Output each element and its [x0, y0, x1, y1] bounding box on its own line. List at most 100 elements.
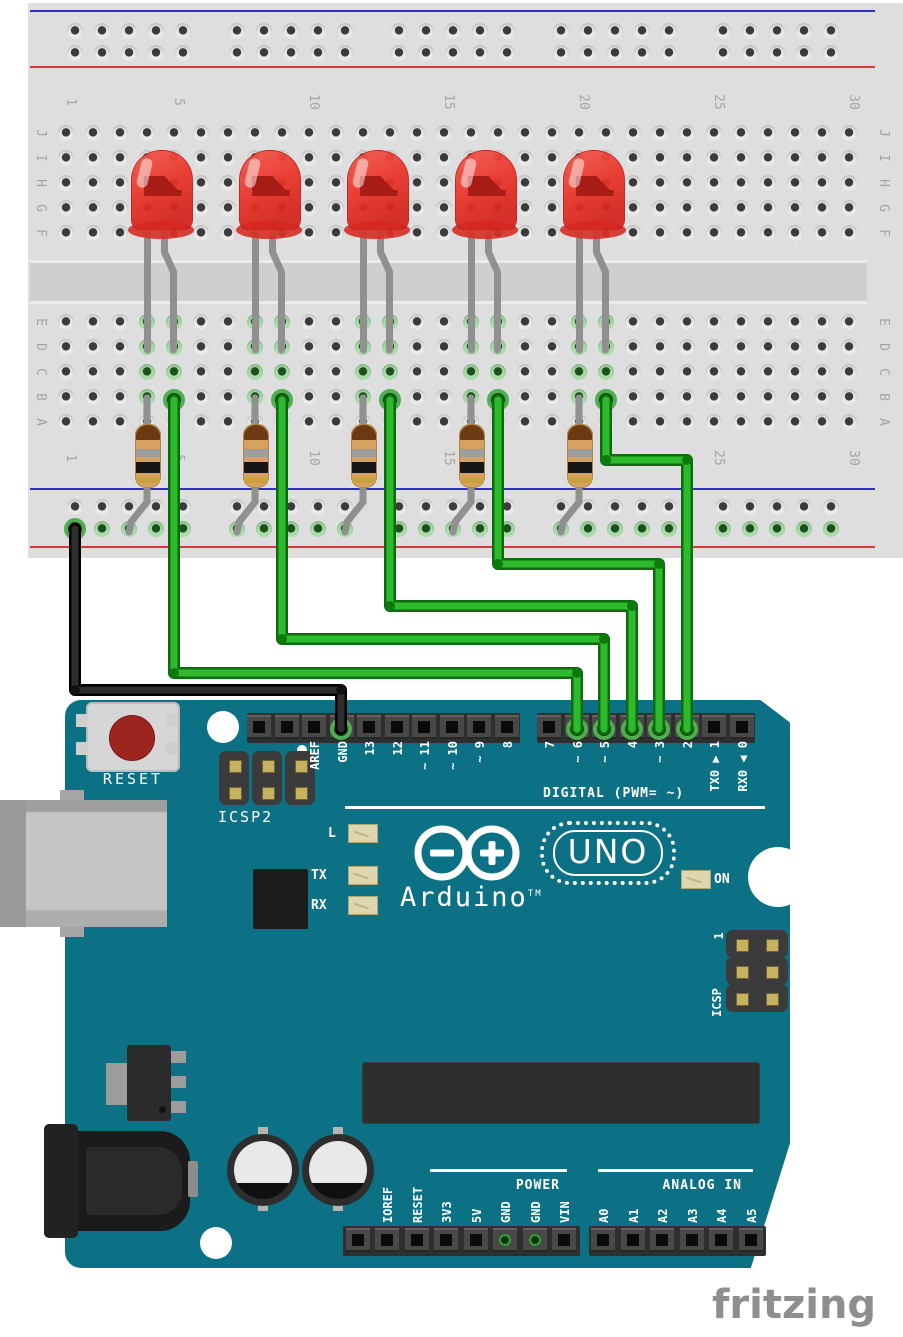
- breadboard-hole[interactable]: [193, 175, 209, 191]
- breadboard-hole[interactable]: [409, 175, 425, 191]
- breadboard-hole[interactable]: [796, 499, 812, 515]
- breadboard-hole[interactable]: [166, 364, 182, 380]
- breadboard-hole[interactable]: [112, 225, 128, 241]
- icsp-pin[interactable]: [229, 787, 242, 800]
- breadboard-hole[interactable]: [598, 125, 614, 141]
- breadboard-hole[interactable]: [679, 314, 695, 330]
- breadboard-hole[interactable]: [112, 175, 128, 191]
- breadboard-hole[interactable]: [652, 150, 668, 166]
- breadboard-hole[interactable]: [418, 499, 434, 515]
- breadboard-hole[interactable]: [544, 150, 560, 166]
- breadboard-hole[interactable]: [760, 414, 776, 430]
- pin-power-GND[interactable]: [493, 1228, 517, 1252]
- resistor[interactable]: [567, 424, 593, 488]
- icsp-pin[interactable]: [295, 787, 308, 800]
- breadboard-hole[interactable]: [499, 45, 515, 61]
- breadboard-hole[interactable]: [301, 339, 317, 355]
- pin-digital-8[interactable]: [494, 715, 519, 739]
- breadboard-hole[interactable]: [625, 150, 641, 166]
- breadboard-hole[interactable]: [733, 200, 749, 216]
- breadboard-hole[interactable]: [220, 314, 236, 330]
- resistor[interactable]: [135, 424, 161, 488]
- breadboard-hole[interactable]: [418, 521, 434, 537]
- breadboard-hole[interactable]: [841, 200, 857, 216]
- breadboard-hole[interactable]: [652, 125, 668, 141]
- breadboard-hole[interactable]: [436, 150, 452, 166]
- breadboard-hole[interactable]: [283, 23, 299, 39]
- breadboard-hole[interactable]: [445, 45, 461, 61]
- breadboard-hole[interactable]: [229, 23, 245, 39]
- breadboard-hole[interactable]: [814, 175, 830, 191]
- breadboard-hole[interactable]: [148, 45, 164, 61]
- breadboard-hole[interactable]: [625, 414, 641, 430]
- breadboard-hole[interactable]: [733, 175, 749, 191]
- breadboard-hole[interactable]: [229, 45, 245, 61]
- breadboard-hole[interactable]: [733, 414, 749, 430]
- pin-digital-RX00[interactable]: [729, 715, 754, 739]
- breadboard-hole[interactable]: [652, 364, 668, 380]
- breadboard-hole[interactable]: [58, 389, 74, 405]
- breadboard-hole[interactable]: [661, 521, 677, 537]
- breadboard-hole[interactable]: [328, 125, 344, 141]
- breadboard-hole[interactable]: [823, 499, 839, 515]
- breadboard-hole[interactable]: [517, 339, 533, 355]
- breadboard-hole[interactable]: [166, 125, 182, 141]
- breadboard-hole[interactable]: [733, 389, 749, 405]
- pin-analog-A1[interactable]: [620, 1228, 645, 1252]
- breadboard-hole[interactable]: [706, 314, 722, 330]
- breadboard-hole[interactable]: [220, 150, 236, 166]
- breadboard-hole[interactable]: [841, 150, 857, 166]
- breadboard-hole[interactable]: [580, 45, 596, 61]
- breadboard-hole[interactable]: [544, 389, 560, 405]
- breadboard-hole[interactable]: [112, 339, 128, 355]
- breadboard-hole[interactable]: [94, 23, 110, 39]
- breadboard-hole[interactable]: [634, 521, 650, 537]
- breadboard-hole[interactable]: [472, 499, 488, 515]
- pin-digital-12[interactable]: [384, 715, 409, 739]
- breadboard-hole[interactable]: [814, 364, 830, 380]
- breadboard-hole[interactable]: [679, 125, 695, 141]
- breadboard-hole[interactable]: [463, 125, 479, 141]
- breadboard-hole[interactable]: [220, 414, 236, 430]
- breadboard-hole[interactable]: [652, 314, 668, 330]
- breadboard-hole[interactable]: [472, 45, 488, 61]
- breadboard-hole[interactable]: [823, 521, 839, 537]
- breadboard-hole[interactable]: [814, 339, 830, 355]
- breadboard-hole[interactable]: [301, 175, 317, 191]
- breadboard-hole[interactable]: [787, 150, 803, 166]
- breadboard-hole[interactable]: [409, 314, 425, 330]
- breadboard-hole[interactable]: [436, 225, 452, 241]
- breadboard-hole[interactable]: [787, 175, 803, 191]
- breadboard-hole[interactable]: [274, 125, 290, 141]
- breadboard-hole[interactable]: [445, 499, 461, 515]
- breadboard-hole[interactable]: [274, 364, 290, 380]
- breadboard-hole[interactable]: [625, 314, 641, 330]
- breadboard-hole[interactable]: [436, 389, 452, 405]
- breadboard-hole[interactable]: [193, 150, 209, 166]
- breadboard-hole[interactable]: [679, 175, 695, 191]
- breadboard-hole[interactable]: [58, 314, 74, 330]
- breadboard-hole[interactable]: [58, 125, 74, 141]
- breadboard-hole[interactable]: [220, 364, 236, 380]
- breadboard-hole[interactable]: [193, 414, 209, 430]
- breadboard-hole[interactable]: [175, 45, 191, 61]
- icsp-pin[interactable]: [295, 760, 308, 773]
- breadboard-hole[interactable]: [760, 364, 776, 380]
- pin-digital-nc1[interactable]: [274, 715, 299, 739]
- breadboard-hole[interactable]: [328, 175, 344, 191]
- breadboard-hole[interactable]: [814, 150, 830, 166]
- breadboard-hole[interactable]: [121, 23, 137, 39]
- breadboard-hole[interactable]: [814, 225, 830, 241]
- breadboard-hole[interactable]: [67, 499, 83, 515]
- pin-digital-10[interactable]: [439, 715, 464, 739]
- breadboard-hole[interactable]: [517, 125, 533, 141]
- breadboard-hole[interactable]: [544, 339, 560, 355]
- breadboard-hole[interactable]: [625, 175, 641, 191]
- breadboard-hole[interactable]: [301, 150, 317, 166]
- breadboard-hole[interactable]: [841, 314, 857, 330]
- gnd-wire[interactable]: [69, 523, 347, 735]
- breadboard-hole[interactable]: [706, 339, 722, 355]
- breadboard-hole[interactable]: [814, 314, 830, 330]
- breadboard-hole[interactable]: [706, 175, 722, 191]
- breadboard-hole[interactable]: [787, 225, 803, 241]
